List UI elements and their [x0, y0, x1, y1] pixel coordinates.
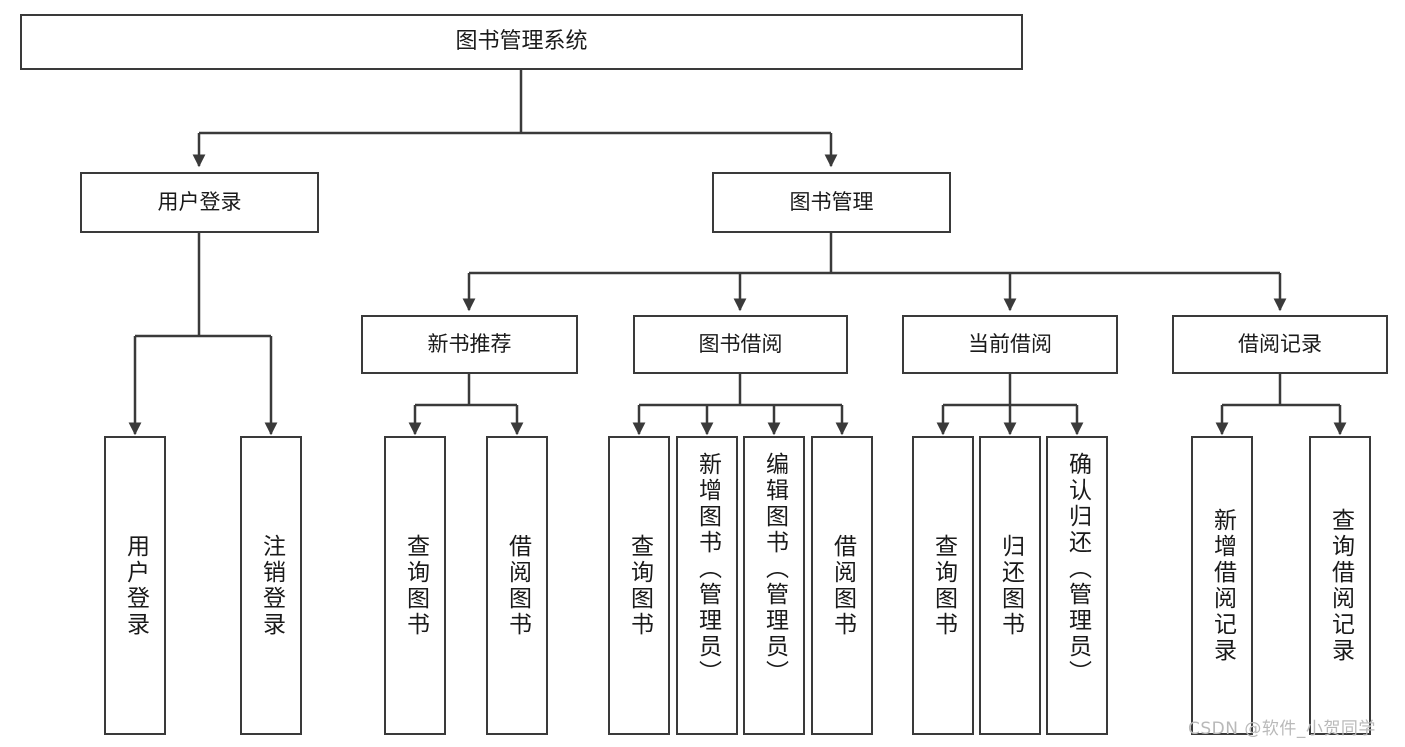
node-label: 编辑图书（管理员） [761, 452, 788, 686]
node-leaf-current-borrow-query[interactable]: 查询图书 [912, 436, 974, 735]
node-label: 图书管理 [789, 190, 874, 215]
node-label: 新书推荐 [427, 332, 512, 357]
node-leaf-new-book-borrow[interactable]: 借阅图书 [486, 436, 548, 735]
node-label: 注销登录 [258, 533, 285, 638]
node-leaf-borrow-record-query[interactable]: 查询借阅记录 [1309, 436, 1371, 735]
node-leaf-user-login-login[interactable]: 用户登录 [104, 436, 166, 735]
node-label: 确认归还（管理员） [1064, 452, 1091, 686]
node-label: 借阅图书 [829, 533, 856, 638]
node-leaf-current-borrow-confirm[interactable]: 确认归还（管理员） [1046, 436, 1108, 735]
node-leaf-book-borrow-add[interactable]: 新增图书（管理员） [676, 436, 738, 735]
node-label: 当前借阅 [968, 332, 1052, 357]
csdn-watermark: CSDN @软件_小贺同学 [1188, 719, 1376, 739]
node-current-borrow[interactable]: 当前借阅 [902, 315, 1118, 374]
node-label: 图书管理系统 [455, 29, 588, 55]
node-label: 用户登录 [122, 533, 149, 638]
node-label: 归还图书 [997, 533, 1024, 638]
node-label: 查询图书 [626, 533, 653, 638]
node-book-borrow[interactable]: 图书借阅 [633, 315, 848, 374]
node-user-login[interactable]: 用户登录 [80, 172, 319, 233]
node-leaf-book-borrow-edit[interactable]: 编辑图书（管理员） [743, 436, 805, 735]
node-leaf-book-borrow-query[interactable]: 查询图书 [608, 436, 670, 735]
node-new-book-recommend[interactable]: 新书推荐 [361, 315, 578, 374]
node-borrow-record[interactable]: 借阅记录 [1172, 315, 1388, 374]
node-label: 查询图书 [930, 533, 957, 638]
node-leaf-user-login-logout[interactable]: 注销登录 [240, 436, 302, 735]
node-label: 新增图书（管理员） [694, 452, 721, 686]
node-label: 用户登录 [157, 190, 242, 215]
node-leaf-book-borrow-borrow[interactable]: 借阅图书 [811, 436, 873, 735]
node-label: 借阅记录 [1238, 332, 1322, 357]
node-book-management[interactable]: 图书管理 [712, 172, 951, 233]
node-system-root[interactable]: 图书管理系统 [20, 14, 1023, 70]
node-label: 图书借阅 [698, 332, 783, 357]
node-label: 借阅图书 [504, 533, 531, 638]
node-leaf-borrow-record-add[interactable]: 新增借阅记录 [1191, 436, 1253, 735]
node-leaf-new-book-query[interactable]: 查询图书 [384, 436, 446, 735]
node-label: 新增借阅记录 [1209, 507, 1236, 664]
node-leaf-current-borrow-return[interactable]: 归还图书 [979, 436, 1041, 735]
node-label: 查询借阅记录 [1327, 507, 1354, 664]
node-label: 查询图书 [402, 533, 429, 638]
